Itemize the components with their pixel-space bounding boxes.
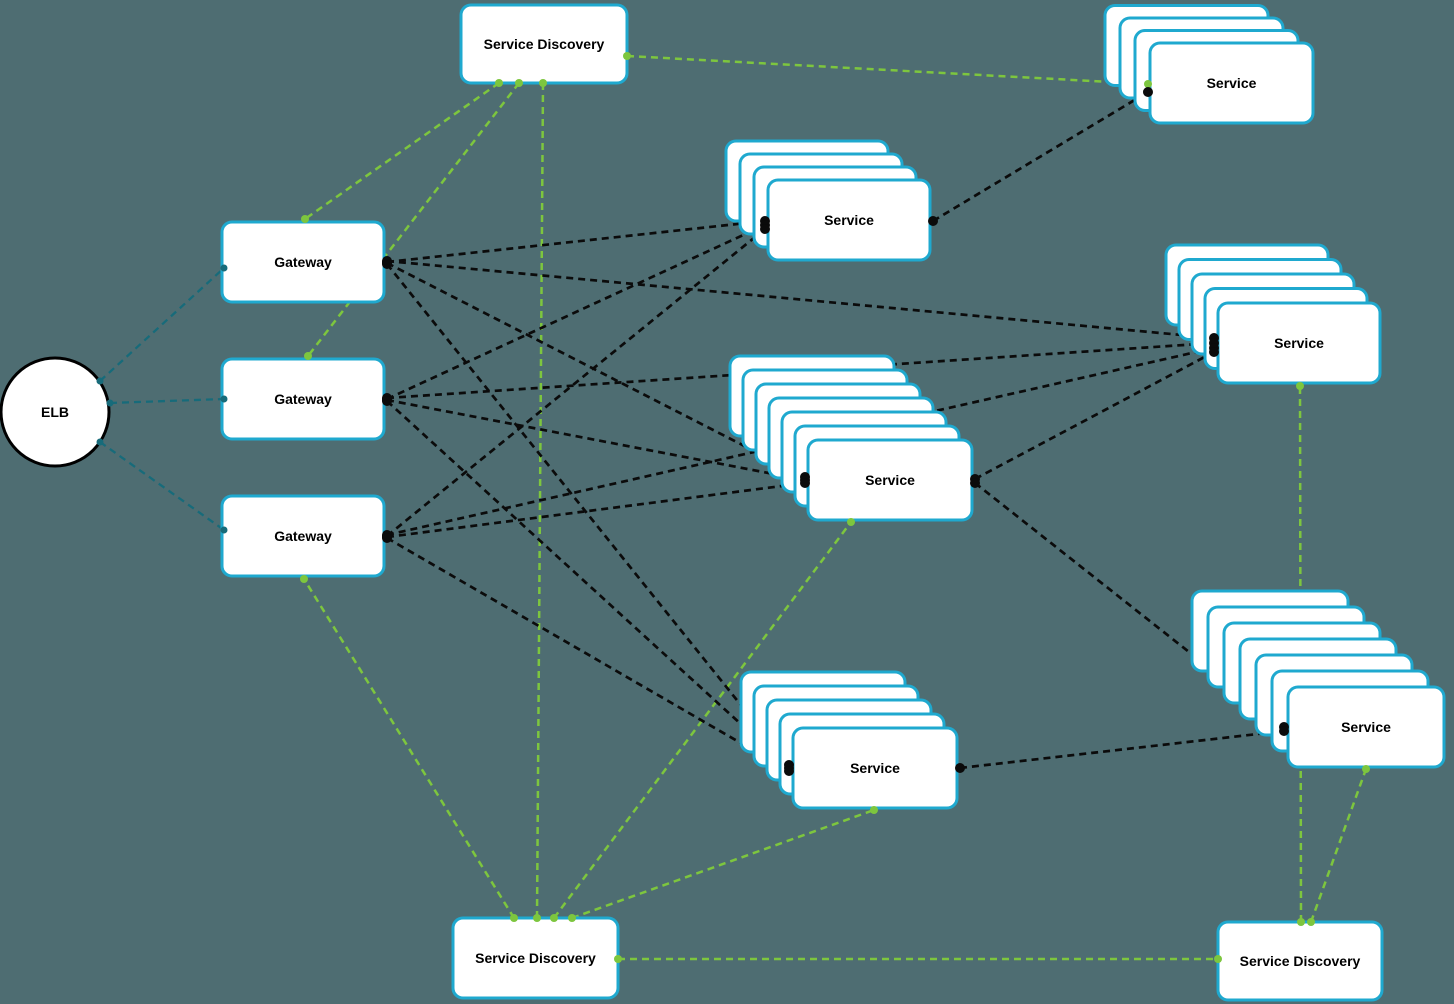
gateway-3-node: Gateway (220, 494, 386, 578)
edge-endpoint-dot (1143, 87, 1153, 97)
node-label: Service (824, 212, 874, 228)
edge-endpoint-dot (760, 224, 770, 234)
edge-sd-bottom-to-service-center (553, 521, 852, 919)
edge-endpoint-dot (1279, 726, 1289, 736)
edge-sd-bottom-to-service-bottom-middle (571, 808, 875, 920)
service-stack-bottom-middle: Service (739, 670, 959, 810)
edge-sd-top-to-gateway-1 (304, 81, 500, 221)
edge-endpoint-dot (515, 79, 523, 87)
node-label: ELB (41, 404, 69, 420)
node-label: Service (865, 472, 915, 488)
node-label: Service Discovery (475, 950, 596, 966)
elb-circle-shape (0, 356, 111, 468)
service-stack-bottom-right: Service (1190, 589, 1446, 769)
edge-endpoint-dot (382, 533, 392, 543)
elb-node: ELB (0, 356, 111, 468)
edge-gateway-1-to-service-bottom-middle (385, 263, 791, 766)
service-stack-center: Service (728, 354, 974, 522)
edge-endpoint-dot (96, 438, 104, 446)
edge-service-bottom-middle-to-service-bottom-right (959, 729, 1285, 770)
edge-endpoint-dot (1144, 80, 1152, 88)
edge-gateway-3-to-service-center (386, 481, 806, 539)
edges-layer (99, 54, 1368, 961)
edge-endpoint-dot (301, 215, 309, 223)
edge-sd-bottom-right-to-service-bottom-right (1309, 768, 1368, 923)
edge-endpoint-dot (870, 806, 878, 814)
node-label: Gateway (274, 391, 332, 407)
edge-endpoint-dot (614, 955, 622, 963)
edge-elb-to-gateway-3 (99, 441, 225, 531)
node-label: Service (850, 760, 900, 776)
edge-gateway-3-to-service-bottom-middle (386, 536, 790, 773)
edge-endpoint-dot (495, 79, 503, 87)
edge-endpoint-dot (382, 396, 392, 406)
edge-service-center-to-service-right-middle (974, 350, 1215, 481)
edge-endpoint-dot (623, 52, 631, 60)
edge-service-upper-middle-to-service-top-right (932, 90, 1149, 223)
service-stack-top-right: Service (1103, 4, 1315, 125)
edge-endpoint-dot (1307, 918, 1315, 926)
edge-sd-bottom-to-gateway-3 (302, 578, 516, 919)
edge-endpoint-dot (533, 914, 541, 922)
edge-endpoint-dot (220, 395, 228, 403)
node-label: Service Discovery (484, 36, 605, 52)
gateway-1-node: Gateway (220, 220, 386, 304)
edge-elb-to-gateway-2 (109, 397, 225, 405)
edge-endpoint-dot (300, 575, 308, 583)
service-discovery-bottom-right-node: Service Discovery (1216, 920, 1384, 1002)
edge-endpoint-dot (800, 478, 810, 488)
edge-endpoint-dot (382, 259, 392, 269)
edge-endpoint-dot (568, 914, 576, 922)
node-label: Gateway (274, 254, 332, 270)
edge-gateway-1-to-service-right-middle (386, 259, 1215, 340)
service-stack-right-middle: Service (1164, 243, 1382, 385)
edge-endpoint-dot (955, 763, 965, 773)
edge-gateway-3-to-service-upper-middle (386, 227, 766, 538)
node-label: Service (1341, 719, 1391, 735)
edge-gateway-2-to-service-center (386, 398, 806, 482)
edge-endpoint-dot (304, 352, 312, 360)
edge-endpoint-dot (220, 264, 228, 272)
service-discovery-bottom-node: Service Discovery (451, 916, 620, 1000)
edge-gateway-2-to-service-bottom-middle (386, 400, 790, 769)
edge-endpoint-dot (550, 914, 558, 922)
gateway-2-node: Gateway (220, 357, 386, 441)
node-label: Gateway (274, 528, 332, 544)
edge-endpoint-dot (847, 518, 855, 526)
edge-endpoint-dot (970, 478, 980, 488)
edge-endpoint-dot (220, 526, 228, 534)
service-discovery-top-node: Service Discovery (459, 3, 629, 85)
edge-endpoint-dot (784, 766, 794, 776)
edge-endpoint-dot (539, 79, 547, 87)
edge-sd-top-to-gateway-2 (307, 82, 520, 357)
edge-gateway-2-to-service-upper-middle (386, 223, 766, 401)
edge-endpoint-dot (510, 914, 518, 922)
edge-endpoint-dot (1209, 347, 1219, 357)
edge-gateway-1-to-service-center (386, 261, 806, 479)
edge-endpoint-dot (1296, 382, 1304, 390)
edge-endpoint-dot (928, 216, 938, 226)
node-label: Service (1207, 75, 1257, 91)
edge-elb-to-gateway-1 (99, 267, 225, 382)
edge-endpoint-dot (1297, 918, 1305, 926)
edge-gateway-1-to-service-upper-middle (386, 219, 766, 264)
node-label: Service (1274, 335, 1324, 351)
edge-endpoint-dot (1362, 765, 1370, 773)
service-stack-upper-middle: Service (724, 139, 932, 262)
edge-endpoint-dots-layer (96, 52, 1370, 963)
edge-sd-top-to-service-top-right (626, 54, 1149, 86)
edge-endpoint-dot (96, 377, 104, 385)
edge-endpoint-dot (1214, 955, 1222, 963)
node-label: Service Discovery (1240, 953, 1361, 969)
edge-endpoint-dot (106, 399, 114, 407)
